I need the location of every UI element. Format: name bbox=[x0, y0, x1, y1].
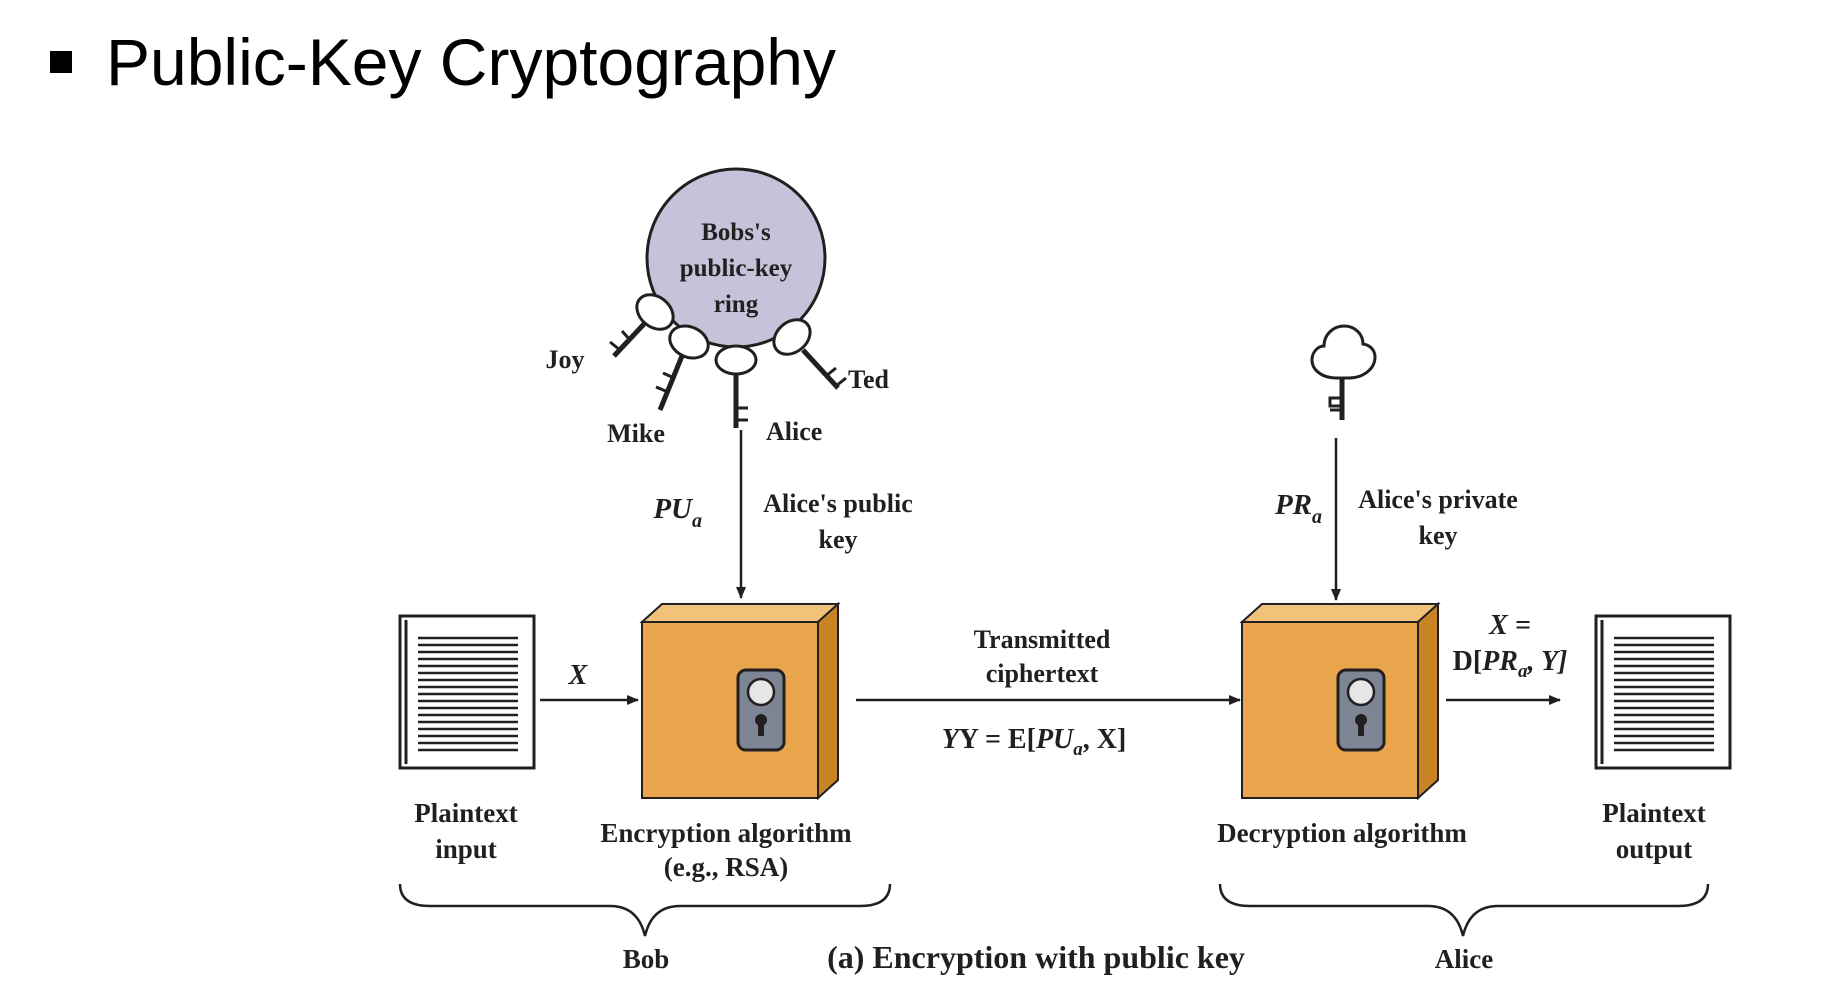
key-label-alice: Alice bbox=[766, 417, 822, 446]
transmit-formula: YY = E[PUa, X] bbox=[942, 724, 1127, 760]
encryption-lock-icon bbox=[736, 668, 786, 752]
key-label-joy: Joy bbox=[546, 345, 585, 374]
alice-label: Alice bbox=[1435, 944, 1493, 974]
encryption-box bbox=[639, 601, 841, 801]
key-label-mike: Mike bbox=[607, 419, 665, 448]
public-key-label-line1: Alice's public bbox=[763, 489, 913, 518]
plaintext-input-label-line2: input bbox=[435, 834, 497, 864]
bullet-icon bbox=[50, 50, 72, 73]
key-alice-icon bbox=[714, 344, 758, 428]
output-formula-line2: D[PRa, Y] bbox=[1453, 646, 1568, 682]
slide-title: Public-Key Cryptography bbox=[50, 24, 836, 100]
public-key-label-line2: key bbox=[819, 525, 858, 554]
diagram-caption: (a) Encryption with public key bbox=[827, 939, 1245, 975]
plaintext-input-label-line1: Plaintext bbox=[414, 798, 517, 828]
private-key-label-line2: key bbox=[1419, 521, 1458, 550]
ring-label-line3: ring bbox=[714, 291, 759, 318]
key-label-ted: Ted bbox=[848, 365, 889, 394]
private-key-symbol: PRa bbox=[1274, 489, 1322, 528]
alice-brace bbox=[1218, 883, 1710, 937]
public-key-ring: Bobs's public-key ring bbox=[645, 167, 827, 349]
transmit-label-line1: Transmitted bbox=[974, 625, 1111, 654]
decryption-box bbox=[1239, 601, 1441, 801]
private-key-icon bbox=[1310, 324, 1377, 420]
key-ted-icon bbox=[772, 318, 847, 390]
plaintext-output-label-line1: Plaintext bbox=[1602, 798, 1705, 828]
ring-label-line2: public-key bbox=[680, 255, 793, 282]
key-joy-icon bbox=[609, 293, 675, 358]
key-mike-icon bbox=[655, 324, 710, 411]
encryption-label-line1: Encryption algorithm bbox=[600, 818, 852, 848]
public-key-symbol: PUa bbox=[652, 493, 702, 532]
output-formula-line1: X = bbox=[1488, 610, 1531, 641]
bob-brace bbox=[398, 883, 892, 937]
plaintext-output-document bbox=[1594, 614, 1732, 770]
plaintext-output-label-line2: output bbox=[1616, 834, 1693, 864]
private-key-label-line1: Alice's private bbox=[1358, 485, 1518, 514]
encryption-label-line2: (e.g., RSA) bbox=[664, 852, 788, 882]
bob-label: Bob bbox=[623, 944, 670, 974]
decryption-label: Decryption algorithm bbox=[1217, 818, 1467, 848]
input-x-label: X bbox=[568, 660, 589, 691]
decryption-lock-icon bbox=[1336, 668, 1386, 752]
transmit-label-line2: ciphertext bbox=[986, 659, 1099, 688]
slide-title-text: Public-Key Cryptography bbox=[106, 25, 836, 99]
plaintext-input-document bbox=[398, 614, 536, 770]
ring-label-line1: Bobs's bbox=[701, 219, 771, 246]
